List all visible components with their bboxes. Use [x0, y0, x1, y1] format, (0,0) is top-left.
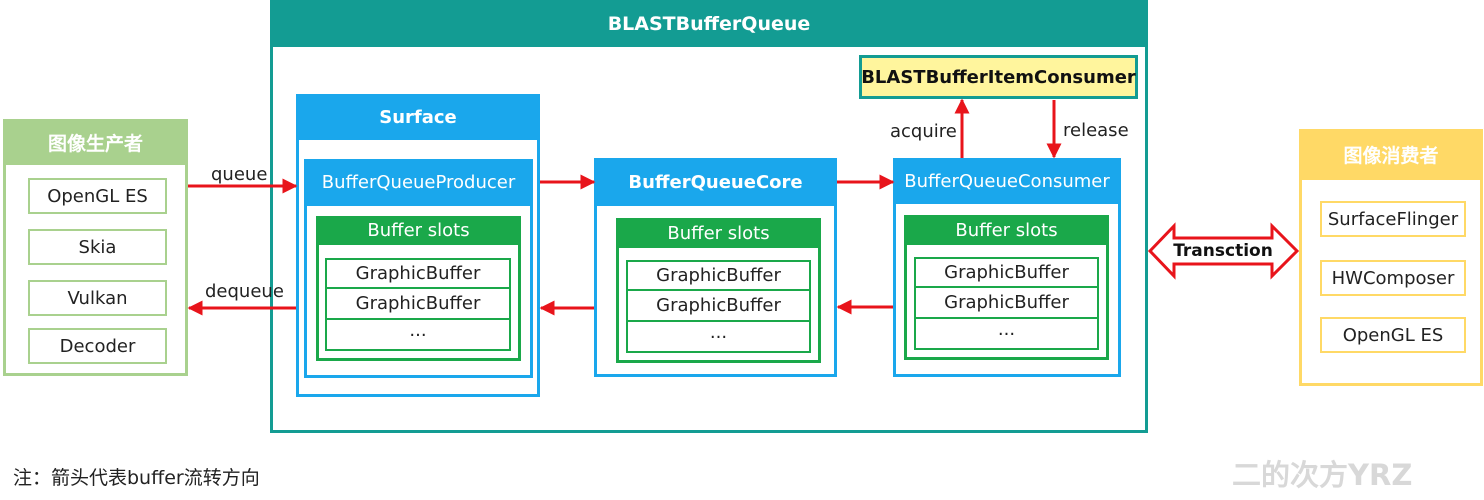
- producer-item-vulkan: Vulkan: [28, 280, 167, 316]
- transaction-label: Transction: [1173, 241, 1273, 261]
- consumer-item-opengl: OpenGL ES: [1320, 317, 1466, 353]
- dequeue-label: dequeue: [205, 281, 284, 302]
- acquire-label: acquire: [890, 121, 957, 142]
- queue-label: queue: [211, 164, 268, 185]
- consumer-slot-1: GraphicBuffer: [914, 257, 1099, 288]
- core-slot-more: ...: [626, 322, 811, 353]
- producer-slot-more: ...: [325, 320, 511, 351]
- producer-panel-title: 图像生产者: [3, 119, 188, 165]
- footnote: 注：箭头代表buffer流转方向: [13, 467, 260, 489]
- core-slot-1: GraphicBuffer: [626, 260, 811, 291]
- watermark: 二的次方YRZ: [1232, 458, 1413, 492]
- producer-slot-2: GraphicBuffer: [325, 289, 511, 320]
- surface-title: Surface: [296, 94, 540, 140]
- consumer-slot-more: ...: [914, 319, 1099, 350]
- core-buffer-slots-title: Buffer slots: [616, 218, 821, 248]
- consumer-item-hwcomposer: HWComposer: [1320, 260, 1466, 296]
- consumer-panel-title: 图像消费者: [1299, 129, 1483, 180]
- producer-buffer-slots-title: Buffer slots: [316, 216, 521, 245]
- producer-item-opengl: OpenGL ES: [28, 178, 167, 214]
- consumer-slot-2: GraphicBuffer: [914, 288, 1099, 319]
- release-label: release: [1063, 120, 1129, 141]
- core-slot-2: GraphicBuffer: [626, 291, 811, 322]
- producer-slot-1: GraphicBuffer: [325, 258, 511, 289]
- blast-buffer-item-consumer: BLASTBufferItemConsumer: [859, 55, 1138, 99]
- buffer-queue-consumer-title: BufferQueueConsumer: [893, 158, 1121, 204]
- producer-item-decoder: Decoder: [28, 328, 167, 364]
- buffer-queue-core-title: BufferQueueCore: [594, 158, 837, 206]
- producer-item-skia: Skia: [28, 229, 167, 265]
- transaction-double-arrow: [1147, 222, 1300, 280]
- blast-buffer-queue-title: BLASTBufferQueue: [270, 0, 1148, 47]
- consumer-buffer-slots-title: Buffer slots: [904, 215, 1109, 245]
- buffer-queue-producer-title: BufferQueueProducer: [304, 159, 533, 206]
- consumer-item-surfaceflinger: SurfaceFlinger: [1320, 201, 1466, 237]
